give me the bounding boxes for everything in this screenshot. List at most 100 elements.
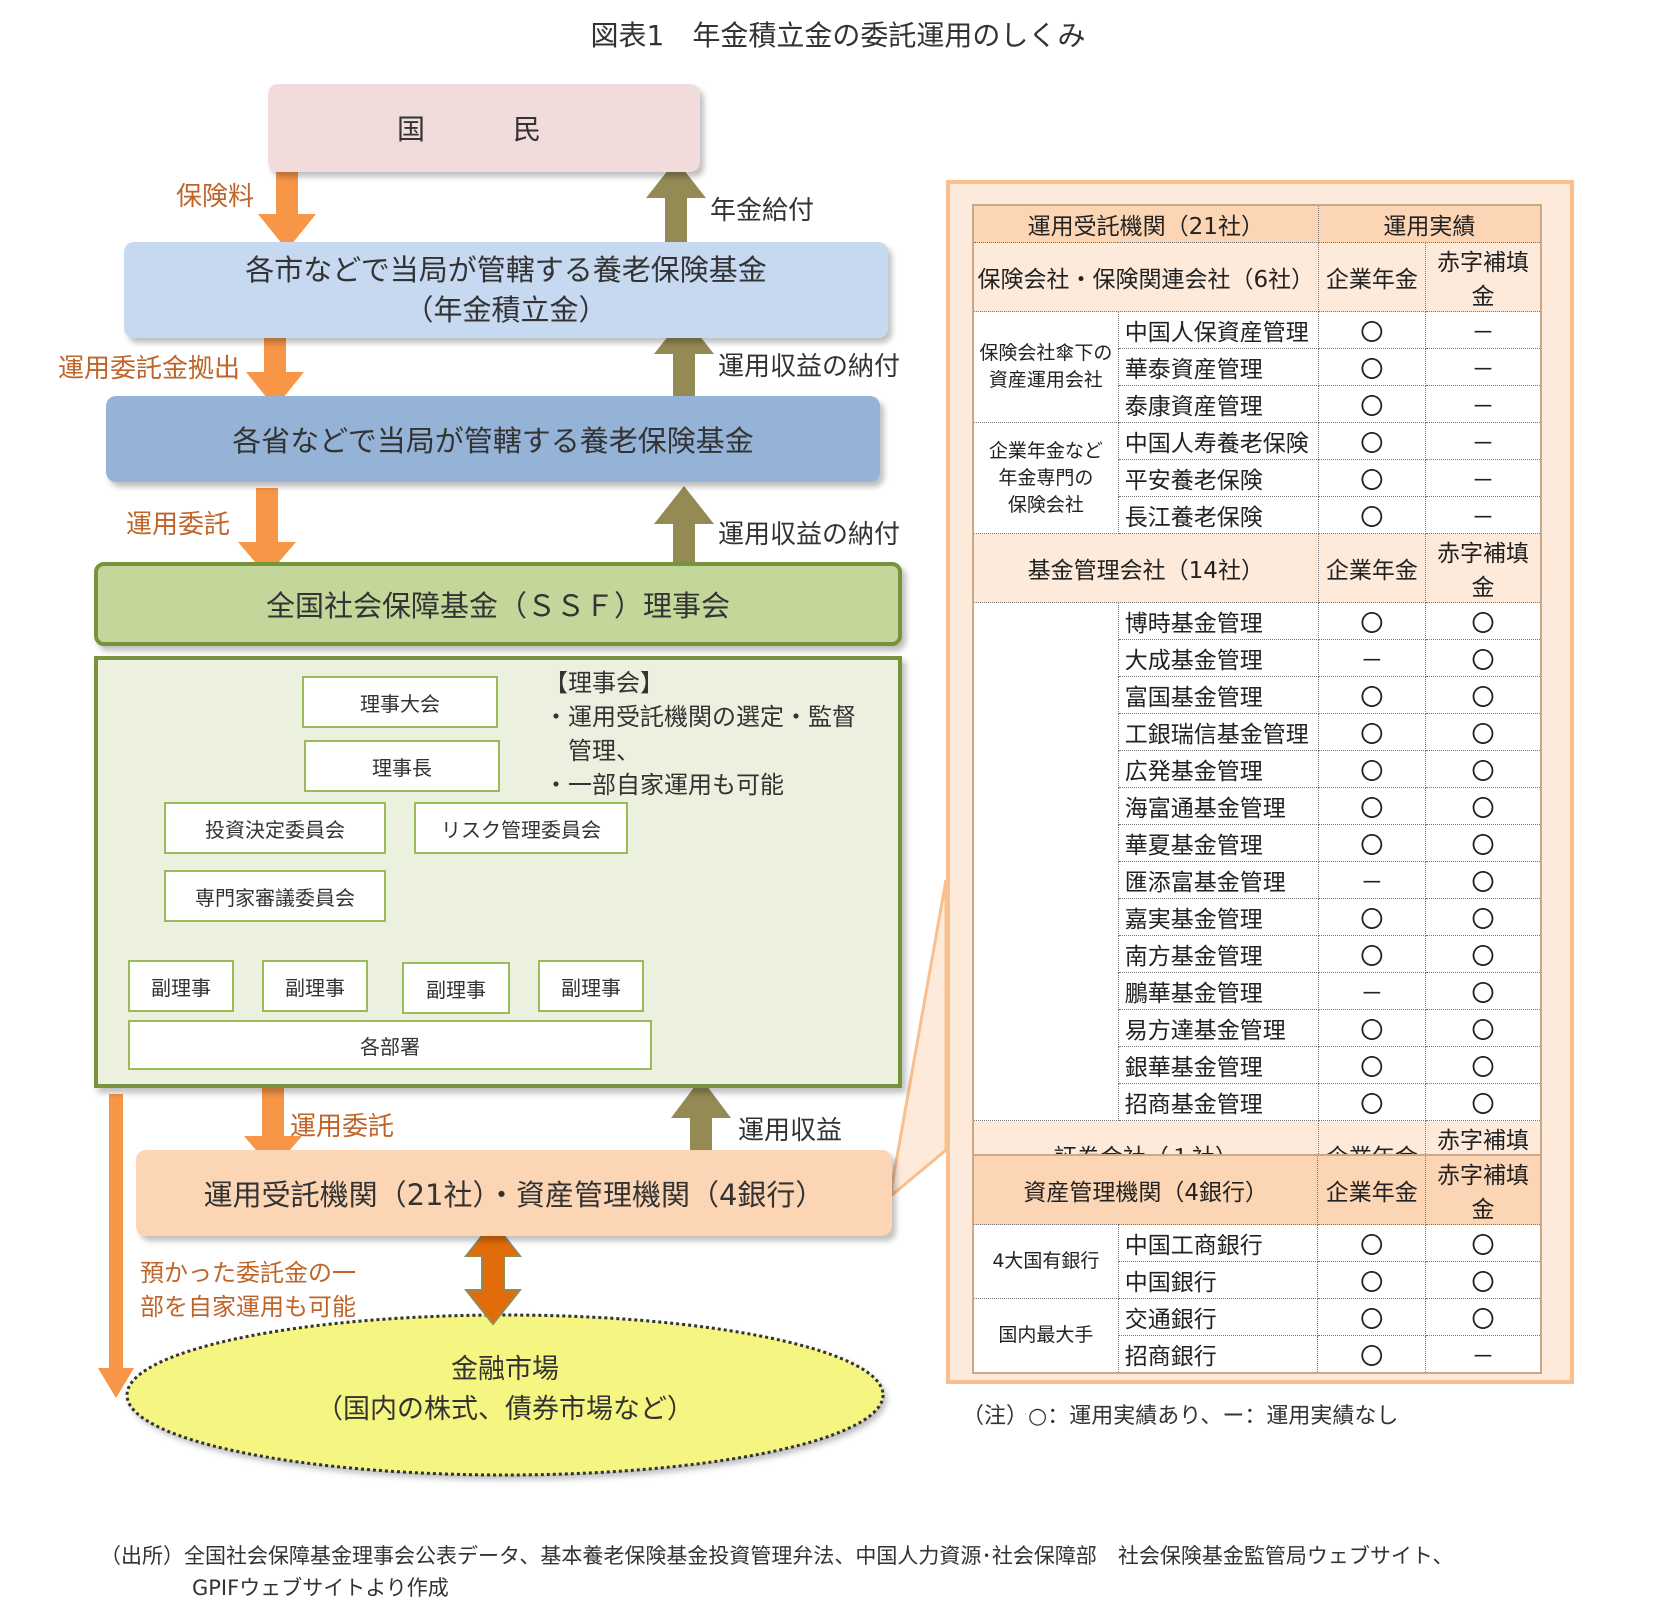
table-row: 広発基金管理〇〇 (973, 750, 1542, 788)
label-itaku-2: 運用委託 (290, 1112, 395, 1142)
institution-name: 富国基金管理 (1117, 676, 1319, 714)
table-header-row: 運用受託機関（21社）運用実績 (972, 204, 1542, 243)
mark-akaji-hotenkin: 〇 (1425, 972, 1542, 1010)
table-row: 企業年金など年金専門の保険会社中国人寿養老保険〇－ (972, 422, 1542, 534)
mark-akaji-hotenkin: 〇 (1425, 898, 1542, 936)
mark-kigyo-nenkin: － (1317, 861, 1427, 899)
institution-name: 華泰資産管理 (1117, 348, 1319, 386)
col-kigyo-nenkin: 企業年金 (1317, 242, 1427, 312)
table-row: 易方達基金管理〇〇 (973, 1009, 1542, 1047)
institution-name: 中国工商銀行 (1117, 1224, 1319, 1262)
source-note: （出所）全国社会保障基金理事会公表データ、基本養老保険基金投資管理弁法、中国人力… (100, 1540, 1453, 1604)
table-row: 招商基金管理〇〇 (973, 1083, 1542, 1121)
section-row-insurance: 保険会社・保険関連会社（6社）企業年金赤字補填金 (972, 242, 1542, 312)
org-fukuriji-1: 副理事 (128, 960, 234, 1012)
market-line2: （国内の株式、債券市場など） (316, 1394, 694, 1425)
table-row: 南方基金管理〇〇 (973, 935, 1542, 973)
mark-akaji-hotenkin: 〇 (1424, 1298, 1542, 1336)
col-akaji-hotenkin: 赤字補填金 (1424, 1154, 1542, 1225)
mark-kigyo-nenkin: 〇 (1317, 459, 1427, 497)
institution-name: 易方達基金管理 (1117, 1009, 1319, 1047)
mark-kigyo-nenkin: 〇 (1317, 750, 1427, 788)
institution-name: 匯添富基金管理 (1117, 861, 1319, 899)
table-row: 嘉実基金管理〇〇 (973, 898, 1542, 936)
mark-kigyo-nenkin: 〇 (1317, 1009, 1427, 1047)
institution-name: 海富通基金管理 (1117, 787, 1319, 825)
col-kigyo-nenkin: 企業年金 (1317, 1154, 1426, 1225)
mark-akaji-hotenkin: － (1425, 496, 1542, 534)
header-results: 運用実績 (1317, 204, 1542, 243)
mark-akaji-hotenkin: 〇 (1425, 1046, 1542, 1084)
table-itaku-kikan: 運用受託機関（21社）運用実績保険会社・保険関連会社（6社）企業年金赤字補填金保… (972, 204, 1542, 1228)
group-label-line: 保険会社傘下の (979, 342, 1113, 364)
box-province-fund-label: 各省などで当局が管轄する養老保険基金 (232, 424, 754, 458)
mark-akaji-hotenkin: 〇 (1424, 1224, 1542, 1262)
arrow-up-nenkin (646, 160, 706, 244)
section-insurance-label: 保険会社・保険関連会社（6社） (972, 242, 1319, 312)
mark-kigyo-nenkin: 〇 (1317, 348, 1427, 386)
label-kyoshutsu: 運用委託金拠出 (58, 354, 241, 384)
label-self-operation: 預かった委託金の一 部を自家運用も可能 (140, 1256, 356, 1324)
box-city-fund-line2: （年金積立金） (404, 293, 608, 327)
group-label-line: 企業年金など (988, 439, 1103, 462)
table-row: 長江養老保険〇－ (973, 496, 1542, 534)
org-note-line1: ・運用受託機関の選定・監督 (544, 703, 856, 731)
legend-note: （注）○：運用実績あり、ー：運用実績なし (962, 1404, 1399, 1429)
col-akaji-hotenkin: 赤字補填金 (1425, 242, 1542, 312)
org-fukuriji-4: 副理事 (538, 960, 644, 1012)
mark-kigyo-nenkin: 〇 (1317, 422, 1427, 460)
group-label-line: 年金専門の (998, 466, 1094, 489)
org-risk: リスク管理委員会 (414, 802, 628, 854)
mark-kigyo-nenkin: 〇 (1317, 496, 1427, 534)
mark-kigyo-nenkin: 〇 (1317, 1261, 1426, 1299)
box-kokumin: 国 民 (268, 84, 700, 172)
group-label: 国内最大手 (972, 1298, 1119, 1374)
label-self-line2: 部を自家運用も可能 (140, 1293, 356, 1321)
mark-akaji-hotenkin: 〇 (1425, 1009, 1542, 1047)
source-line1: （出所）全国社会保障基金理事会公表データ、基本養老保険基金投資管理弁法、中国人力… (100, 1544, 1454, 1568)
box-itaku-kanri: 運用受託機関（21社）・資産管理機関（4銀行） (136, 1150, 892, 1236)
table-row: 博時基金管理〇〇 (972, 602, 1542, 1121)
arrow-down-hokenryo (258, 164, 316, 250)
mark-akaji-hotenkin: 〇 (1425, 861, 1542, 899)
mark-akaji-hotenkin: － (1425, 422, 1542, 460)
table-row: 海富通基金管理〇〇 (973, 787, 1542, 825)
org-kakubusho: 各部署 (128, 1020, 652, 1070)
org-note-title: 【理事会】 (544, 669, 664, 697)
table-row: 華泰資産管理〇－ (973, 348, 1542, 386)
col-akaji-hotenkin: 赤字補填金 (1425, 533, 1542, 603)
mark-kigyo-nenkin: 〇 (1317, 898, 1427, 936)
org-fukuriji-2: 副理事 (262, 960, 368, 1012)
mark-kigyo-nenkin: － (1317, 639, 1427, 677)
mark-kigyo-nenkin: 〇 (1317, 311, 1427, 349)
mark-akaji-hotenkin: 〇 (1425, 639, 1542, 677)
table-row: 富国基金管理〇〇 (973, 676, 1542, 714)
mark-akaji-hotenkin: － (1425, 459, 1542, 497)
col-kigyo-nenkin: 企業年金 (1317, 533, 1427, 603)
box-ssf-label: 全国社会保障基金（ＳＳＦ）理事会 (265, 589, 730, 623)
mark-kigyo-nenkin: 〇 (1317, 602, 1427, 640)
institution-name: 長江養老保険 (1117, 496, 1319, 534)
org-note-line3: ・一部自家運用も可能 (544, 771, 784, 799)
mark-kigyo-nenkin: 〇 (1317, 713, 1427, 751)
table2-header-row: 資産管理機関（4銀行）企業年金赤字補填金 (972, 1154, 1542, 1225)
institution-name: 大成基金管理 (1117, 639, 1319, 677)
mark-kigyo-nenkin: 〇 (1317, 824, 1427, 862)
label-shueki: 運用収益 (738, 1116, 843, 1146)
section-fund-label: 基金管理会社（14社） (972, 533, 1319, 603)
section-row-fund: 基金管理会社（14社）企業年金赤字補填金 (972, 533, 1542, 603)
table-row: 保険会社傘下の資産運用会社中国人保資産管理〇－ (972, 311, 1542, 423)
institution-name: 中国銀行 (1117, 1261, 1319, 1299)
org-fukuriji-3: 副理事 (402, 962, 510, 1014)
label-hokenryo: 保険料 (176, 182, 255, 212)
institution-name: 鵬華基金管理 (1117, 972, 1319, 1010)
institution-name: 中国人保資産管理 (1117, 311, 1319, 349)
market-label: 金融市場 （国内の株式、債券市場など） (230, 1350, 780, 1430)
group-label-empty (972, 602, 1119, 1121)
mark-akaji-hotenkin: 〇 (1425, 824, 1542, 862)
mark-akaji-hotenkin: － (1425, 348, 1542, 386)
mark-akaji-hotenkin: 〇 (1425, 935, 1542, 973)
mark-akaji-hotenkin: － (1425, 385, 1542, 423)
org-daikai: 理事大会 (302, 676, 498, 728)
label-nofu-1: 運用収益の納付 (718, 352, 901, 382)
